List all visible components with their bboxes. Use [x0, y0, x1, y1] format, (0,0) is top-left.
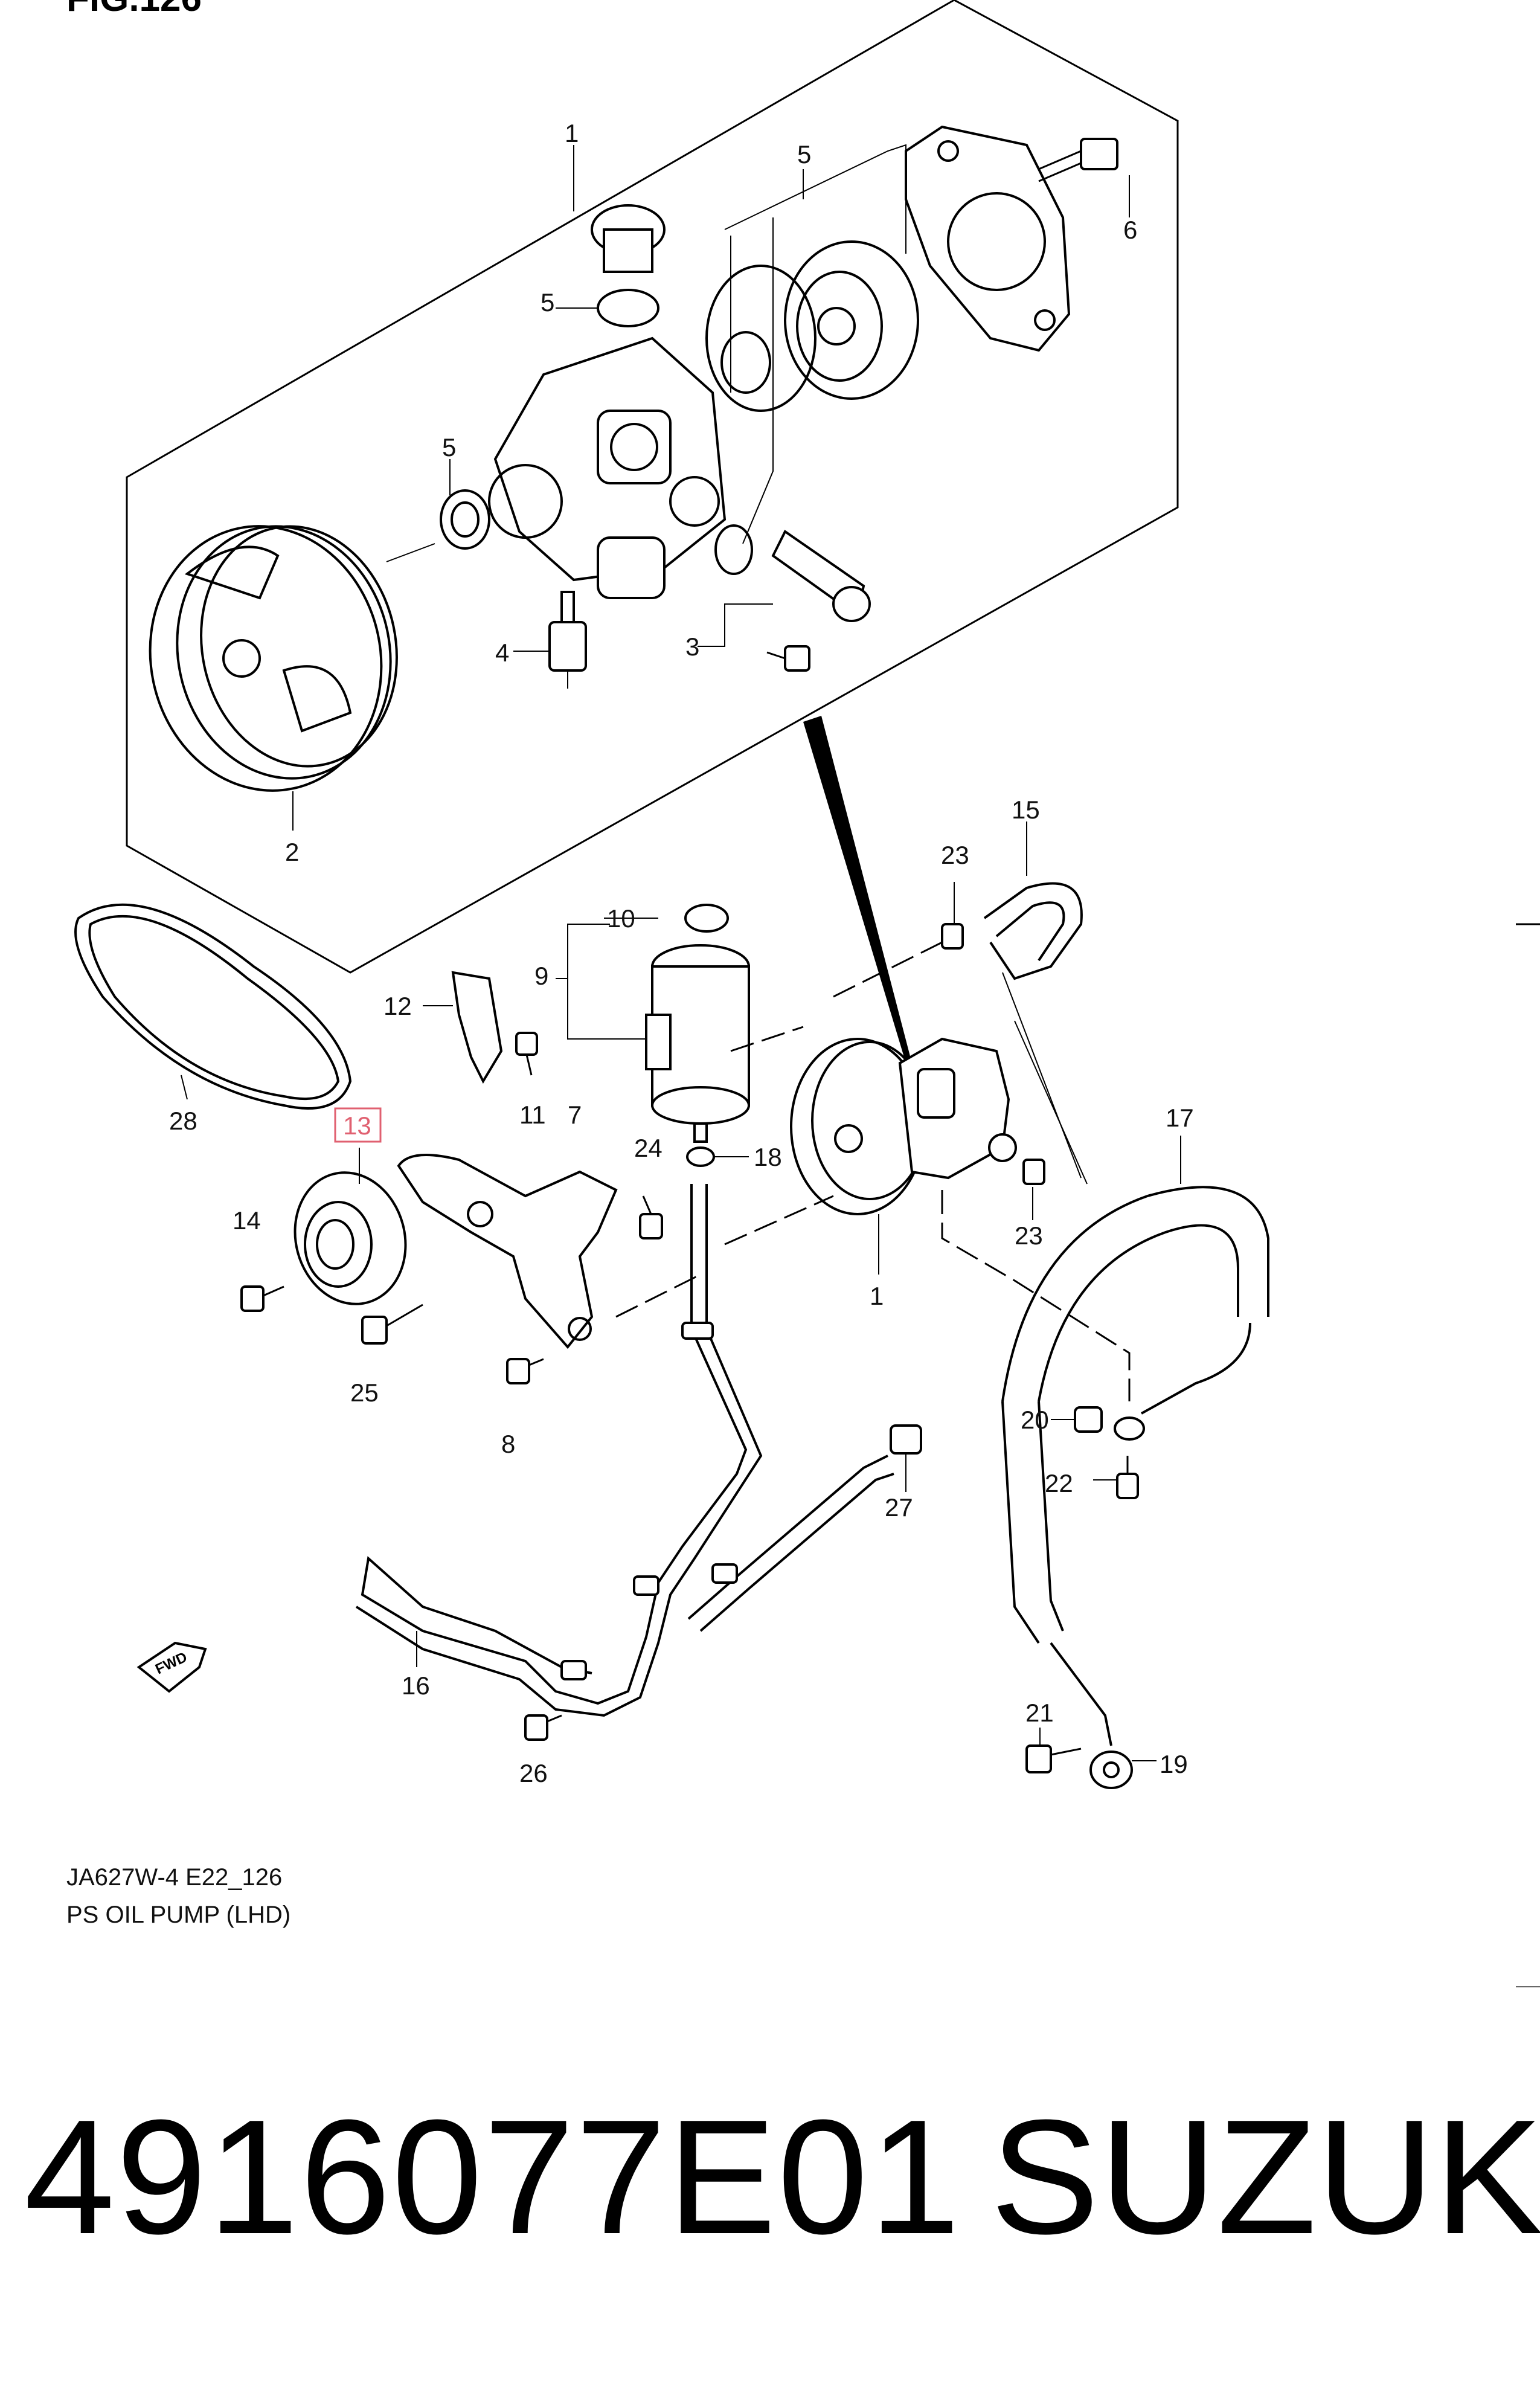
figure-title: FIG.126 — [66, 0, 202, 20]
idler-pulley-part — [294, 1148, 407, 1305]
callout-9: 9 — [534, 962, 548, 990]
clamp-18-part — [686, 1146, 715, 1167]
pump-assembly-part — [790, 1037, 1017, 1275]
callout-13-highlight-box — [334, 1107, 382, 1143]
bolt-6-part — [1038, 138, 1118, 182]
idler-bracket-part — [397, 1154, 618, 1349]
filler-cap-part — [591, 204, 666, 327]
callout-3: 3 — [685, 632, 699, 661]
clamp-20-part — [1051, 1406, 1145, 1441]
bolt-8-part — [506, 1358, 544, 1384]
pump-body-part — [488, 336, 727, 599]
rear-cover-part — [905, 125, 1071, 352]
callout-22: 22 — [1045, 1469, 1073, 1497]
hose-clamp-23-lower — [1022, 1159, 1045, 1185]
exploded-view-drawing: FWD 1 2 3 4 5 5 5 6 7 8 9 10 11 12 13 14… — [74, 0, 1540, 1989]
callout-17: 17 — [1166, 1104, 1194, 1132]
callout-13: 13 — [343, 1111, 371, 1140]
callout-24: 24 — [634, 1134, 663, 1162]
callout-27: 27 — [885, 1493, 913, 1522]
union-fitting-part — [714, 524, 871, 672]
bolt-21-part — [1025, 1728, 1082, 1773]
callout-23: 23 — [941, 841, 969, 869]
callout-5-c: 5 — [442, 433, 456, 461]
oil-seal-part — [440, 489, 490, 550]
v-belt-part — [74, 903, 352, 1110]
bracket-12-part — [423, 971, 503, 1084]
callout-25: 25 — [350, 1378, 379, 1407]
callout-5: 5 — [797, 140, 811, 169]
callout-10: 10 — [607, 904, 635, 933]
return-pipe-part — [355, 1184, 894, 1717]
callout-26: 26 — [519, 1759, 548, 1787]
callout-28: 28 — [169, 1107, 197, 1135]
callout-16: 16 — [402, 1671, 430, 1700]
footer-band — [0, 1987, 1540, 2392]
callout-5-b: 5 — [541, 288, 554, 317]
bolt-26-part — [524, 1714, 562, 1741]
callout-8: 8 — [501, 1430, 515, 1458]
reservoir-tank-part — [556, 904, 750, 1143]
pressure-switch-part — [548, 591, 587, 689]
diagram-code: JA627W-4 E22_126 — [66, 1864, 283, 1891]
callout-20: 20 — [1021, 1406, 1049, 1434]
assembly-arrow — [803, 716, 912, 1063]
callout-23-b: 23 — [1015, 1221, 1043, 1250]
callout-7: 7 — [568, 1101, 582, 1129]
callout-18: 18 — [754, 1143, 782, 1171]
callout-1-b: 1 — [870, 1282, 884, 1310]
cam-ring-part — [705, 240, 919, 412]
parts-diagram: FIG.126 — [66, 0, 1540, 1989]
pressure-hose-part — [1001, 1136, 1269, 1746]
callout-19: 19 — [1160, 1750, 1188, 1778]
callout-labels: 1 2 3 4 5 5 5 6 7 8 9 10 11 12 13 14 15 … — [169, 119, 1194, 1787]
callout-14: 14 — [233, 1206, 261, 1235]
callout-1: 1 — [565, 119, 579, 147]
bolt-25-part — [361, 1304, 423, 1345]
callout-2: 2 — [285, 838, 299, 866]
fwd-arrow-icon: FWD — [136, 1641, 207, 1693]
diagram-name: PS OIL PUMP (LHD) — [66, 1902, 291, 1928]
bolt-24-part — [639, 1195, 663, 1239]
exploded-box-outline — [126, 0, 1179, 974]
bolt-11-part — [515, 1032, 538, 1076]
bracket-19-part — [1089, 1751, 1157, 1789]
callout-6: 6 — [1123, 216, 1137, 244]
hose-clamp-23-upper — [941, 923, 964, 950]
part-number: 4916077E01 — [24, 2086, 961, 2268]
bolt-14-part — [240, 1285, 284, 1312]
callout-21: 21 — [1025, 1699, 1054, 1727]
callout-4: 4 — [495, 638, 509, 667]
bolt-22-part — [1093, 1456, 1139, 1499]
callout-12: 12 — [383, 992, 412, 1020]
pulley-part — [149, 525, 435, 792]
clip-27-part — [890, 1424, 922, 1492]
callout-15: 15 — [1012, 796, 1040, 824]
callout-11: 11 — [519, 1101, 546, 1129]
suction-hose-part — [983, 821, 1083, 980]
brand-name: SUZUKI — [990, 2086, 1540, 2268]
